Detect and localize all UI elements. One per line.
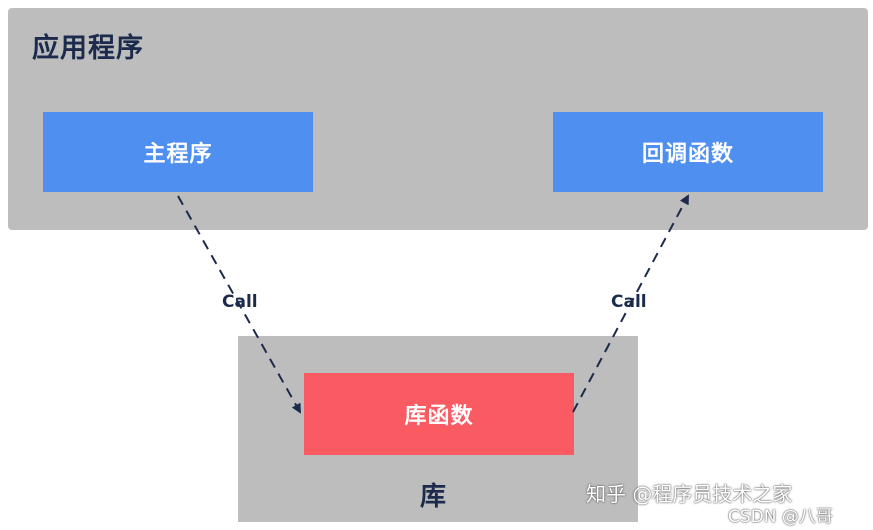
main-program-node: 主程序 — [43, 112, 313, 192]
edge-label-call-left: Call — [222, 292, 258, 312]
main-program-label: 主程序 — [143, 142, 213, 167]
application-panel-title: 应用程序 — [32, 33, 144, 64]
edge-label-call-right: Call — [611, 292, 647, 312]
callback-label: 回调函数 — [641, 142, 734, 167]
watermark-zhihu: 知乎 @程序员技术之家 — [586, 482, 793, 506]
edge-main-to-library — [177, 195, 301, 414]
library-function-label: 库函数 — [404, 404, 474, 429]
library-function-node: 库函数 — [304, 373, 574, 455]
callback-node: 回调函数 — [553, 112, 823, 192]
watermark-csdn: CSDN @八哥 — [728, 507, 833, 527]
edge-library-to-callback — [572, 194, 689, 413]
library-panel-title: 库 — [420, 482, 447, 512]
